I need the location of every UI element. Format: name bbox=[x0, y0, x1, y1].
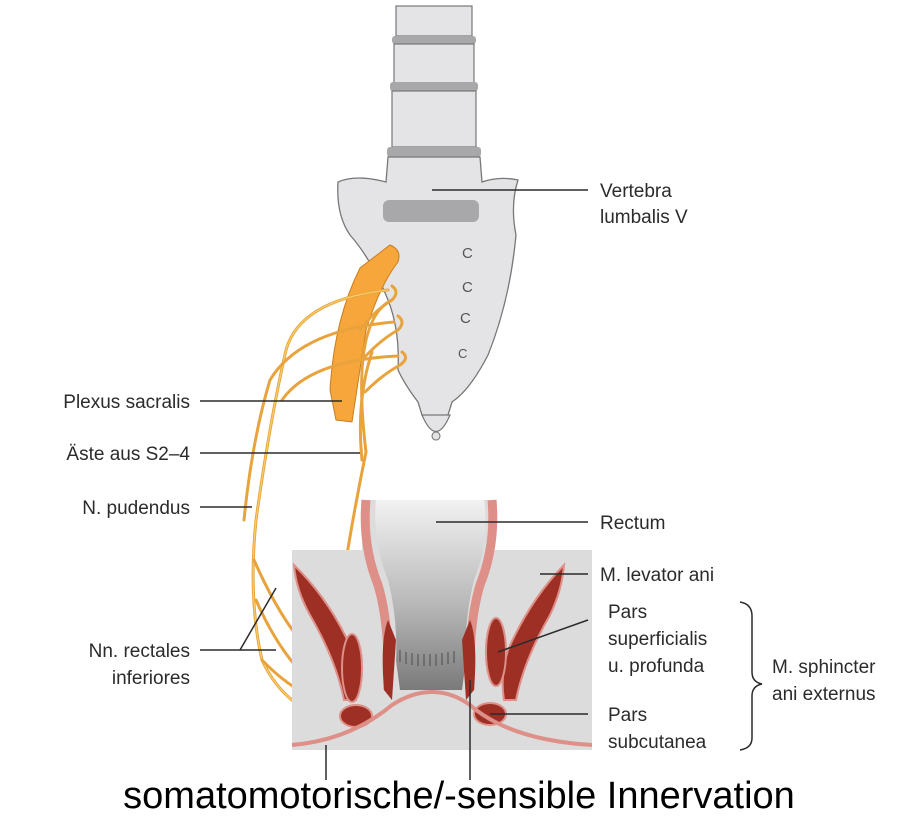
vertebra-body-3 bbox=[392, 91, 476, 147]
plexus-trunk bbox=[330, 245, 399, 422]
label-pars-sup-1: Pars bbox=[608, 602, 647, 623]
sphincter-profunda-right bbox=[486, 618, 506, 686]
label-pars-sup-2: superficialis bbox=[608, 629, 707, 650]
label-plexus-sacralis: Plexus sacralis bbox=[63, 392, 190, 413]
label-sphincter-1: M. sphincter bbox=[772, 657, 876, 678]
disc-1 bbox=[392, 36, 476, 44]
vertebra-lumbalis-v-disc bbox=[383, 200, 479, 222]
sacral-foramen-4: C bbox=[458, 346, 467, 361]
label-pars-sub-2: subcutanea bbox=[608, 732, 707, 753]
lumbar-spine bbox=[387, 6, 481, 157]
label-levator: M. levator ani bbox=[600, 565, 714, 586]
label-vertebra-1: Vertebra bbox=[600, 181, 672, 202]
sacral-foramen-3: C bbox=[460, 310, 471, 327]
sphincter-brace bbox=[740, 602, 762, 750]
disc-3 bbox=[387, 147, 481, 157]
sphincter-profunda-left bbox=[342, 634, 362, 702]
coccyx bbox=[422, 415, 450, 432]
label-pars-sub-1: Pars bbox=[608, 705, 647, 726]
vertebra-body-1 bbox=[396, 6, 472, 36]
label-rectales-1: Nn. rectales bbox=[89, 641, 190, 662]
label-rectum: Rectum bbox=[600, 513, 665, 534]
label-sphincter-2: ani externus bbox=[772, 684, 876, 705]
anorectal-section bbox=[292, 500, 592, 750]
label-aeste: Äste aus S2–4 bbox=[66, 444, 190, 465]
caption: somatomotorische/-sensible Innervation bbox=[0, 768, 918, 824]
label-rectales-2: inferiores bbox=[112, 668, 190, 689]
coccyx-tip bbox=[432, 432, 440, 440]
label-n-pudendus: N. pudendus bbox=[82, 498, 190, 519]
label-pars-sup-3: u. profunda bbox=[608, 656, 705, 677]
sacral-foramen-1: C bbox=[462, 245, 473, 262]
disc-2 bbox=[390, 82, 478, 91]
sacral-foramen-2: C bbox=[462, 279, 473, 296]
label-vertebra-2: lumbalis V bbox=[600, 207, 688, 228]
